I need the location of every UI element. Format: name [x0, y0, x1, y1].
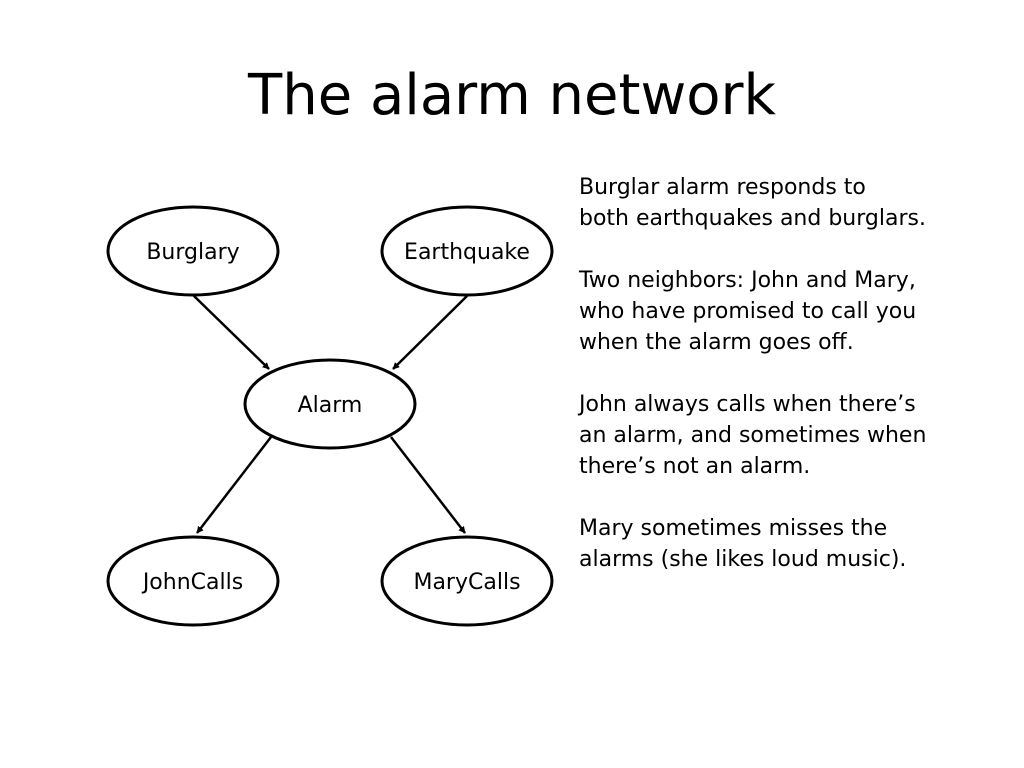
note-paragraph-neighbors: Two neighbors: John and Mary, who have p… — [579, 268, 917, 355]
note-paragraph-mary: Mary sometimes misses the alarms (she li… — [579, 516, 907, 572]
node-johncalls-label: JohnCalls — [141, 570, 243, 595]
node-burglary: Burglary — [106, 205, 280, 297]
node-marycalls: MaryCalls — [380, 535, 554, 627]
note-paragraph-alarm: Burglar alarm responds to both earthquak… — [579, 175, 926, 231]
node-burglary-label: Burglary — [146, 240, 239, 265]
edge-alarm-johncalls — [196, 436, 272, 534]
node-earthquake-ellipse — [380, 205, 554, 297]
node-alarm: Alarm — [243, 358, 417, 450]
node-marycalls-ellipse — [380, 535, 554, 627]
node-johncalls: JohnCalls — [106, 535, 280, 627]
slide-title: The alarm network — [248, 63, 776, 128]
node-earthquake: Earthquake — [380, 205, 554, 297]
node-earthquake-label: Earthquake — [404, 240, 530, 265]
node-marycalls-label: MaryCalls — [413, 570, 520, 595]
edge-earthquake-alarm — [392, 295, 468, 370]
node-johncalls-ellipse — [106, 535, 280, 627]
edge-burglary-alarm — [193, 295, 270, 370]
node-alarm-ellipse — [243, 358, 417, 450]
notes-panel: Burglar alarm responds to both earthquak… — [579, 172, 1009, 606]
node-burglary-ellipse — [106, 205, 280, 297]
edge-alarm-marycalls — [390, 436, 466, 534]
node-alarm-label: Alarm — [298, 393, 363, 418]
note-paragraph-john: John always calls when there’s an alarm,… — [579, 392, 927, 479]
